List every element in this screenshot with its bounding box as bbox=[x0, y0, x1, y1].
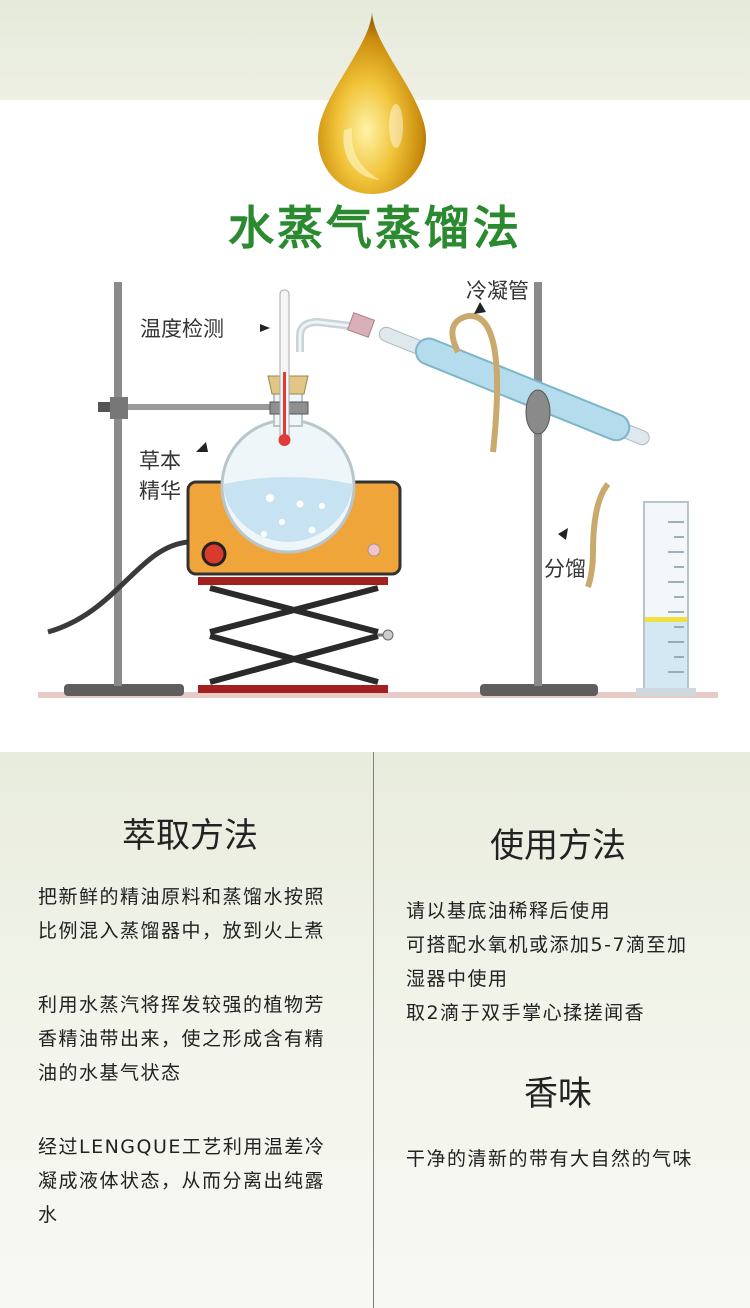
label-temperature: 温度检测 bbox=[140, 317, 224, 341]
water-hose-top bbox=[449, 312, 501, 453]
arrow-condenser bbox=[474, 302, 486, 314]
extraction-para-1: 把新鲜的精油原料和蒸馏水按照 比例混入蒸馏器中，放到火上煮 bbox=[38, 880, 325, 948]
extraction-p3-line3: 水 bbox=[38, 1204, 59, 1226]
label-herb-line2: 精华 bbox=[139, 479, 181, 503]
label-condenser: 冷凝管 bbox=[466, 279, 529, 303]
floor-line bbox=[38, 692, 718, 698]
label-herb-line1: 草本 bbox=[139, 449, 181, 473]
jack-bottom bbox=[198, 685, 388, 693]
usage-title: 使用方法 bbox=[490, 826, 626, 866]
usage-line2: 可搭配水氧机或添加5-7滴至加 bbox=[406, 934, 688, 956]
distillation-apparatus: 温度检测 冷凝管 草本 精华 分馏 bbox=[38, 252, 718, 722]
info-panel: 萃取方法 把新鲜的精油原料和蒸馏水按照 比例混入蒸馏器中，放到火上煮 利用水蒸汽… bbox=[0, 752, 750, 1308]
arrow-temp bbox=[260, 324, 270, 332]
scent-line1: 干净的清新的带有大自然的气味 bbox=[406, 1148, 694, 1170]
left-stand-rod bbox=[114, 282, 122, 686]
extraction-para-2: 利用水蒸汽将挥发较强的植物芳 香精油带出来，使之形成含有精 油的水基气状态 bbox=[38, 988, 325, 1090]
left-stand-base bbox=[64, 684, 184, 696]
usage-para: 请以基底油稀释后使用 可搭配水氧机或添加5-7滴至加 湿器中使用 取2滴于双手掌… bbox=[406, 894, 688, 1030]
water-hose-bottom bbox=[585, 482, 611, 588]
extraction-p2-line2: 香精油带出来，使之形成含有精 bbox=[38, 1028, 326, 1050]
extraction-p3-line1: 经过LENGQUE工艺利用温差冷 bbox=[38, 1136, 326, 1158]
extraction-p1-line1: 把新鲜的精油原料和蒸馏水按照 bbox=[38, 886, 326, 908]
flask-liquid bbox=[224, 477, 352, 542]
extraction-para-3: 经过LENGQUE工艺利用温差冷 凝成液体状态，从而分离出纯露 水 bbox=[38, 1130, 325, 1232]
apparatus-drawing bbox=[38, 282, 718, 698]
arrow-herb bbox=[196, 442, 208, 452]
heater-light bbox=[367, 543, 381, 557]
jack-top bbox=[198, 577, 388, 585]
power-cable bbox=[47, 539, 189, 635]
heater-knob bbox=[201, 541, 227, 567]
usage-line3: 湿器中使用 bbox=[406, 968, 509, 990]
column-divider bbox=[373, 752, 374, 1308]
right-stand-rod bbox=[534, 282, 542, 686]
page-title: 水蒸气蒸馏法 bbox=[228, 201, 522, 255]
jack-scissors bbox=[209, 585, 379, 685]
arrow-distill bbox=[558, 528, 568, 540]
right-stand-base bbox=[480, 684, 598, 696]
extraction-p1-line2: 比例混入蒸馏器中，放到火上煮 bbox=[38, 920, 326, 942]
clamp-arm bbox=[128, 404, 278, 410]
extraction-p2-line3: 油的水基气状态 bbox=[38, 1062, 182, 1084]
scent-title: 香味 bbox=[524, 1074, 592, 1114]
label-distill: 分馏 bbox=[544, 557, 586, 581]
usage-line1: 请以基底油稀释后使用 bbox=[406, 900, 612, 922]
condenser-jacket bbox=[414, 337, 631, 442]
extraction-title: 萃取方法 bbox=[122, 816, 258, 856]
scent-para: 干净的清新的带有大自然的气味 bbox=[406, 1142, 693, 1176]
oil-drop-icon bbox=[318, 12, 426, 194]
extraction-p3-line2: 凝成液体状态，从而分离出纯露 bbox=[38, 1170, 326, 1192]
usage-line4: 取2滴于双手掌心揉搓闻香 bbox=[406, 1002, 646, 1024]
left-clamp bbox=[110, 397, 128, 419]
extraction-p2-line1: 利用水蒸汽将挥发较强的植物芳 bbox=[38, 994, 326, 1016]
